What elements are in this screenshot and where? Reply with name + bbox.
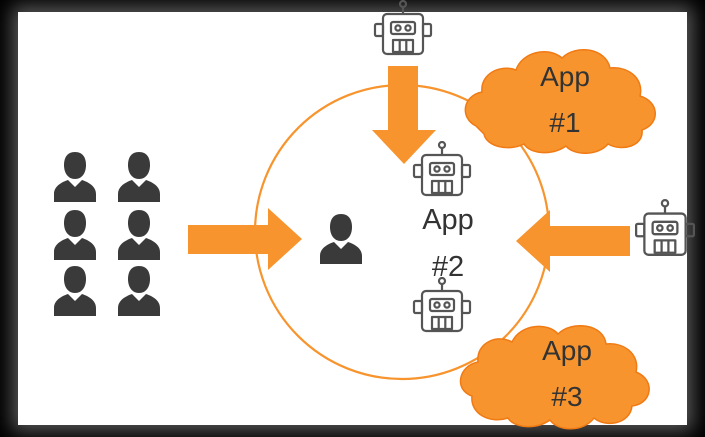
robot-icon: [634, 198, 696, 256]
app-3-label-line1: App: [542, 335, 592, 366]
arrow-icon: [372, 66, 436, 164]
cloud-icon: [464, 49, 656, 154]
person-icon: [320, 214, 362, 264]
person-icon: [54, 152, 96, 202]
app-3-label-line2: #3: [551, 381, 582, 412]
person-icon: [118, 152, 160, 202]
robot-icon: [412, 277, 472, 333]
user-group: [54, 152, 160, 316]
robot-icon: [412, 141, 472, 197]
app-1-label-line2: #1: [549, 107, 580, 138]
cloud-icon: [459, 325, 650, 430]
person-icon: [54, 210, 96, 260]
person-icon: [118, 210, 160, 260]
app-2-label-line2: #2: [432, 251, 464, 283]
arrow-icon: [516, 210, 630, 272]
app-1-cloud: App #1: [464, 49, 656, 154]
robot-icon: [373, 0, 433, 56]
app-2-label-line1: App: [422, 204, 474, 236]
app-1-label-line1: App: [540, 61, 590, 92]
person-icon: [54, 266, 96, 316]
person-icon: [118, 266, 160, 316]
arrow-icon: [188, 208, 302, 270]
app-3-cloud: App #3: [459, 325, 650, 430]
